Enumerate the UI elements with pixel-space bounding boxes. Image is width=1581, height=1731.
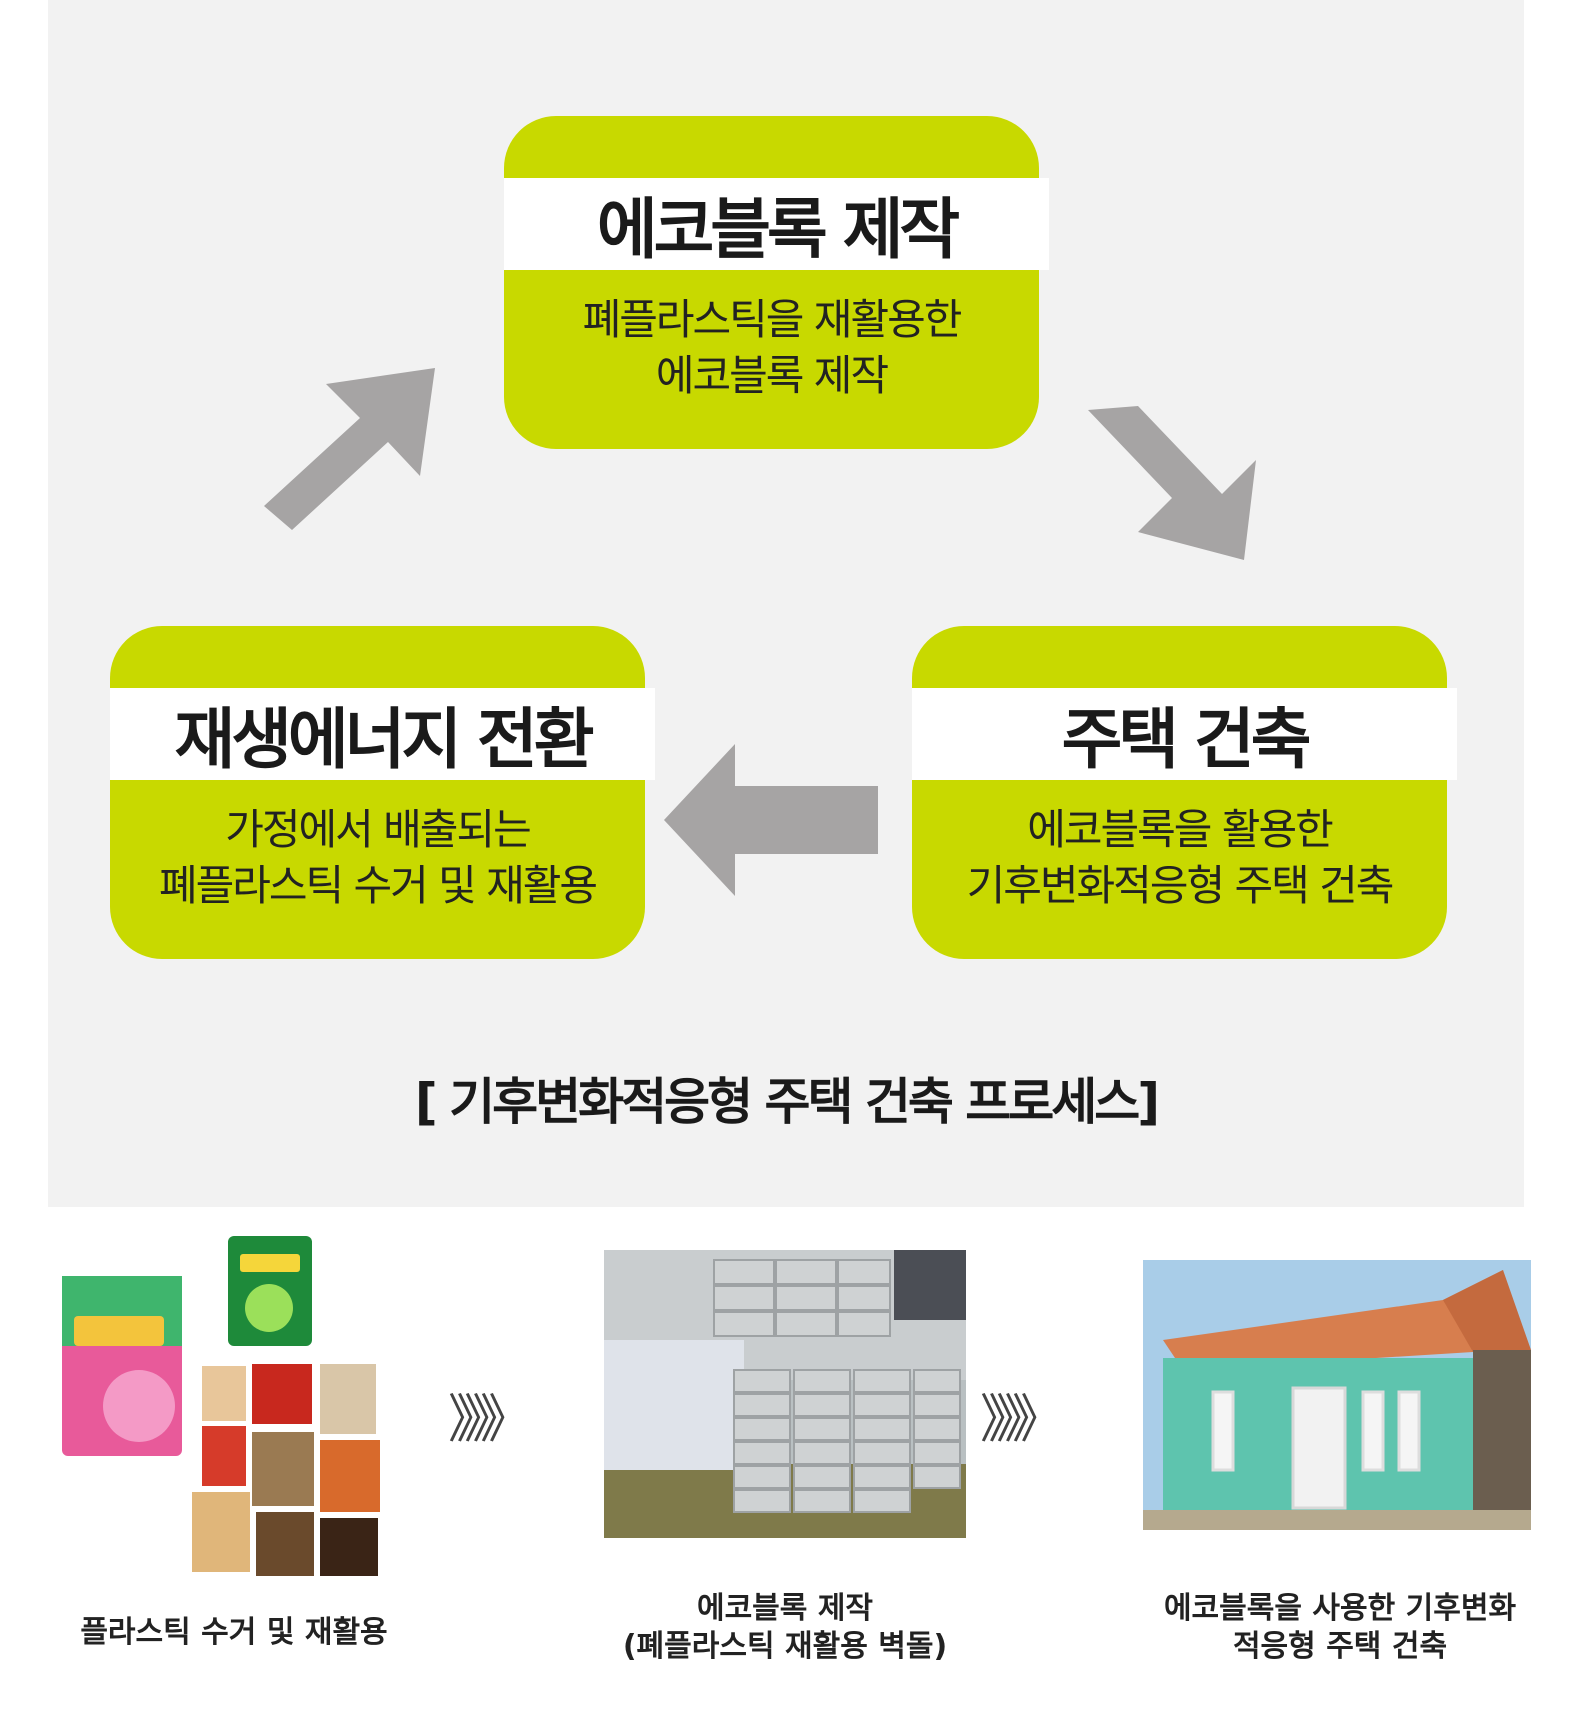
box-title: 주택 건축: [912, 688, 1457, 780]
diagram-caption: [ 기후변화적응형 주택 건축 프로세스]: [414, 1073, 1160, 1131]
eco-house-photo: [1143, 1260, 1531, 1530]
step-caption-house: 에코블록을 사용한 기후변화 적응형 주택 건축: [1163, 1591, 1517, 1664]
arrow-down-right: [1088, 406, 1256, 560]
box-description: 가정에서 배출되는 폐플라스틱 수거 및 재활용: [158, 805, 598, 910]
box-description: 폐플라스틱을 재활용한 에코블록 제작: [582, 295, 963, 400]
arrow-left: [664, 744, 878, 896]
next-step-chevrons: 》》》: [448, 1390, 532, 1450]
box-title: 에코블록 제작: [504, 178, 1049, 270]
eco-block-stack-photo: [604, 1250, 966, 1538]
cycle-arrows: [264, 368, 1256, 896]
arrow-up-right: [264, 368, 435, 530]
step-box-renewable-energy: 재생에너지 전환 가정에서 배출되는 폐플라스틱 수거 및 재활용: [110, 626, 655, 959]
box-title: 재생에너지 전환: [110, 688, 655, 780]
plastic-packaging-photo: [44, 1236, 394, 1576]
next-step-chevrons: 》》》: [980, 1390, 1064, 1450]
box-description: 에코블록을 활용한 기후변화적응형 주택 건축: [966, 805, 1395, 910]
step-caption-plastic: 플라스틱 수거 및 재활용: [80, 1615, 388, 1650]
step-caption-eco-block: 에코블록 제작 (폐플라스틱 재활용 벽돌): [622, 1591, 948, 1664]
step-box-eco-block: 에코블록 제작 폐플라스틱을 재활용한 에코블록 제작: [504, 116, 1049, 449]
step-box-house-building: 주택 건축 에코블록을 활용한 기후변화적응형 주택 건축: [912, 626, 1457, 959]
